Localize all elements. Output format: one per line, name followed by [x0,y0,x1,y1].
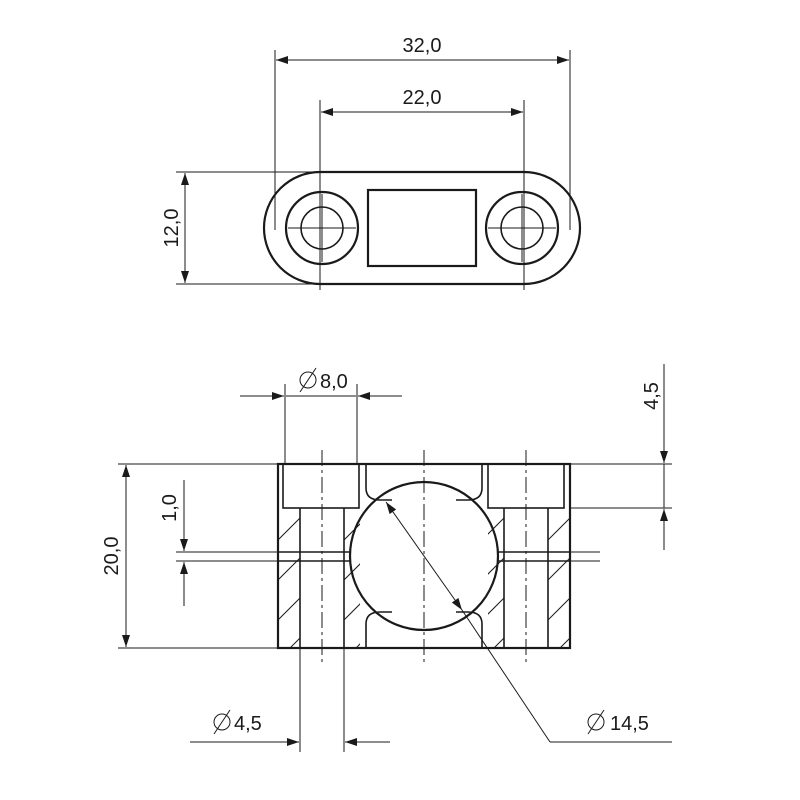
dim-text-22: 22,0 [403,87,442,109]
dia-8-label: 8,0 [299,367,348,393]
center-slot-rect [366,188,478,268]
dim-text-20: 20,0 [101,537,123,576]
dia-14-5-label: 14,5 [587,709,649,735]
section-view [118,364,672,752]
dim-text-dia-14-5: 14,5 [610,713,649,735]
dia-4-5-label: 4,5 [213,709,262,735]
dim-text-dia-8: 8,0 [320,371,348,393]
dim-text-4-5-right: 4,5 [641,382,663,410]
dim-text-12: 12,0 [161,209,183,248]
left-counterbore [282,463,360,509]
top-view [176,50,582,290]
dim-text-dia-4-5: 4,5 [234,713,262,735]
dim-text-1-0: 1,0 [159,494,181,522]
left-counterbore-circle [284,190,360,266]
left-hatching [278,517,360,648]
dim-text-32: 32,0 [403,35,442,57]
right-counterbore-circle [484,190,560,266]
